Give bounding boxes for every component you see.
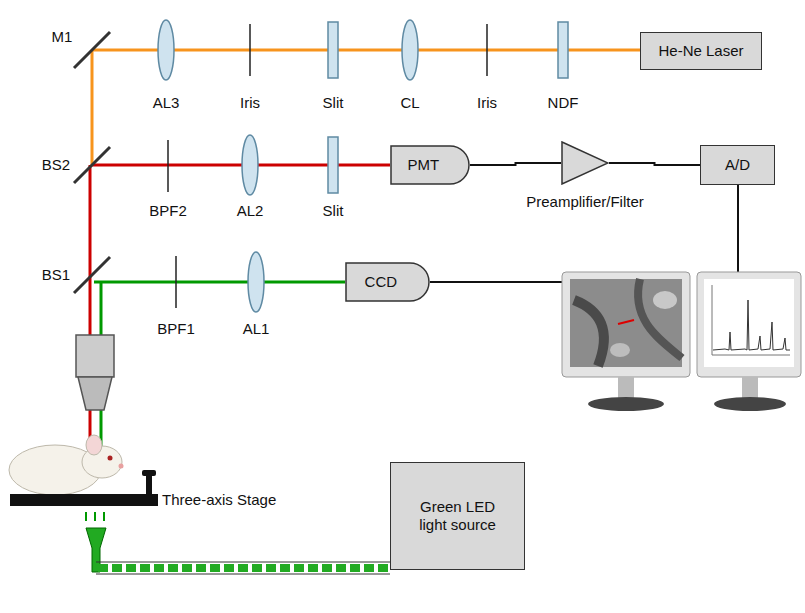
objective-lens [78, 377, 112, 410]
component-label: BS1 [42, 267, 70, 283]
green-light [103, 512, 105, 521]
component-label: AL1 [243, 321, 270, 337]
lens [248, 252, 264, 312]
node-label: Preamplifier/Filter [526, 193, 644, 211]
green-light [94, 512, 96, 521]
band-pass-filter [175, 256, 177, 308]
stage-knob [142, 470, 156, 476]
stage-label: Three-axis Stage [162, 492, 276, 508]
iris [486, 24, 488, 76]
node-label: PMT [408, 156, 440, 174]
preamplifier-symbol: Preamplifier/Filter [505, 141, 665, 215]
iris [249, 24, 251, 76]
node-label: CCD [365, 273, 398, 291]
laser-beam [91, 50, 94, 165]
component-label: Iris [240, 95, 260, 111]
mouse-eye [108, 456, 113, 461]
ad-converter-box: A/D [700, 145, 775, 185]
fiber-cable [96, 574, 390, 575]
lens [402, 20, 418, 80]
fluorescence-beam [92, 164, 390, 167]
blood-vessel [638, 279, 682, 358]
monitor-frame [562, 272, 690, 377]
node-label: Green LED light source [409, 498, 507, 534]
lens [158, 20, 174, 80]
monitor-stand [742, 377, 758, 399]
amplifier-triangle [561, 141, 609, 185]
connector-line [609, 163, 700, 165]
detector-outline [391, 146, 469, 184]
component-label: M1 [52, 29, 73, 45]
stage-plate [10, 494, 158, 506]
node-label: He-Ne Laser [658, 42, 743, 60]
component-label: BS2 [42, 157, 70, 173]
component-label: AL3 [153, 95, 180, 111]
component-label: CL [400, 95, 419, 111]
lens [242, 135, 258, 195]
monitor-stand [618, 377, 634, 399]
green-beam [100, 282, 103, 335]
component-label: Slit [323, 95, 344, 111]
detector-outline [346, 263, 429, 301]
led-light-source-box: Green LED light source [390, 462, 525, 570]
monitor-base [588, 397, 664, 411]
monitor-frame [697, 272, 801, 377]
laser-box: He-Ne Laser [640, 32, 762, 70]
pmt-detector: PMT [390, 145, 470, 185]
fiber-cable [98, 564, 390, 572]
plot-axis [712, 355, 790, 356]
slit [328, 137, 338, 193]
component-label: BPF1 [157, 321, 195, 337]
slit [328, 22, 338, 78]
plot-screen [704, 279, 794, 367]
beam-splitter [74, 257, 110, 293]
slit-marker [618, 320, 634, 324]
signal-trace [713, 300, 790, 350]
node-label: A/D [725, 156, 750, 174]
signal-wire [430, 281, 563, 283]
amplifier-triangle [562, 142, 608, 184]
band-pass-filter [167, 140, 169, 192]
tissue-patch [610, 343, 630, 357]
fiber-cable [96, 562, 390, 563]
monitor-base [714, 397, 786, 411]
plot-axis [712, 285, 713, 355]
component-label: AL2 [237, 203, 264, 219]
component-label: BPF2 [149, 203, 187, 219]
component-label: NDF [548, 95, 579, 111]
camera-image [570, 279, 682, 367]
fluorescence-beam [89, 165, 92, 335]
beam-splitter [74, 147, 110, 183]
component-label: Iris [477, 95, 497, 111]
mouse-ear [86, 435, 102, 455]
green-light [85, 512, 87, 521]
connector-line [470, 163, 561, 165]
filter [558, 22, 568, 78]
tissue-patch [653, 291, 677, 309]
mirror [74, 32, 110, 68]
component-label: Slit [323, 203, 344, 219]
blood-vessel [574, 300, 604, 366]
ccd-camera: CCD [345, 262, 430, 302]
stage-knob [146, 474, 152, 496]
signal-wire [737, 185, 739, 272]
objective-lens [76, 335, 114, 377]
green-beam [94, 281, 345, 284]
mouse-nose [119, 464, 124, 469]
